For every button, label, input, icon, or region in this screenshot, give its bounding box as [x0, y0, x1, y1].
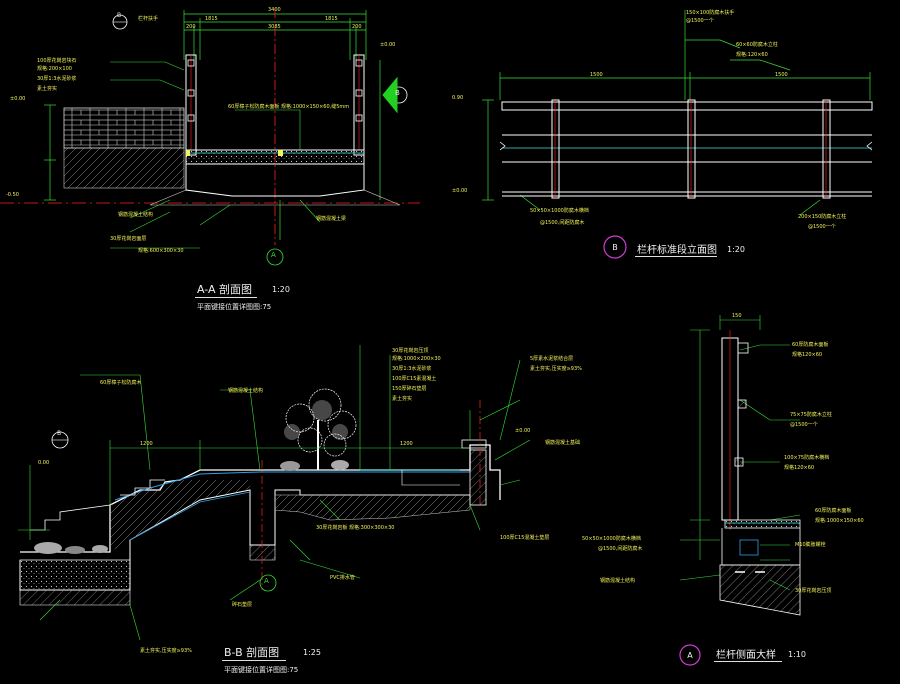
a-detail-bubble: A — [687, 650, 693, 660]
bb-note-15: 碎石垫层 — [232, 602, 253, 608]
aa-note-wall-2: 规格:200×100 — [37, 66, 72, 72]
bb-level-right: ±0.00 — [515, 428, 531, 434]
aa-title-underline — [195, 297, 257, 298]
a-detail-scale: 1:10 — [788, 650, 806, 659]
bb-note-11: 30厚花岗岩板 规格:300×300×30 — [316, 525, 395, 531]
tree-icon — [284, 388, 357, 470]
ad-note-3: 75×75防腐木立柱 — [790, 412, 832, 418]
aa-note-wall-1: 100厚花岗岩块石 — [37, 58, 77, 64]
bb-note-4: 100厚C15素混凝土 — [392, 376, 437, 382]
b-elevation-underline — [635, 256, 717, 257]
ad-note-12: 钢筋混凝土结构 — [600, 578, 636, 584]
bb-title-underline — [222, 660, 286, 661]
aa-dim-c: 3085 — [268, 24, 281, 30]
bel-note-top-2: @1500一个 — [686, 18, 714, 24]
aa-arrow-marker-label: B — [395, 89, 400, 97]
aa-level-left2: -0.50 — [6, 192, 19, 198]
bb-note-8: 钢筋混凝土结构 — [228, 388, 264, 394]
bb-note-6: 素土夯实 — [392, 396, 413, 402]
bb-level-left: 0.00 — [38, 460, 50, 466]
aa-title: A-A 剖面图 — [197, 283, 253, 296]
bel-level-top: 0.90 — [452, 95, 464, 101]
bb-note-5: 150厚碎石垫层 — [392, 386, 427, 392]
ad-note-13: 30厚花岗岩压顶 — [795, 588, 832, 594]
bel-note-bot-r2: @1500一个 — [808, 224, 836, 230]
ad-note-9: M10膨胀螺栓 — [795, 542, 826, 548]
bb-note-10: 素土夯实,压实度≥93% — [530, 366, 582, 372]
aa-dim-d: 200 — [186, 24, 196, 30]
aa-dimensions — [44, 10, 381, 201]
aa-section — [0, 8, 420, 266]
aa-note-board: 60厚樟子松防腐木面板 规格:1000×150×60,缝5mm — [228, 104, 350, 110]
ad-note-5: 100×75防腐木横档 — [784, 455, 830, 461]
bel-note-bot-l2: @1500,间距防腐木 — [540, 220, 585, 226]
ad-note-1: 60厚防腐木面板 — [792, 342, 829, 348]
bel-dim-b: 1500 — [775, 72, 788, 78]
bb-dim-b: 1200 — [400, 441, 413, 447]
bel-note-bot-l1: 50×50×1000防腐木横档 — [530, 208, 589, 214]
ad-note-11: @1500,间距防腐木 — [598, 546, 643, 552]
bb-note-16: 素土夯实,压实度≥93% — [140, 648, 192, 654]
b-elevation — [482, 10, 873, 259]
bb-note-14: 100厚C15混凝土垫层 — [500, 535, 550, 541]
aa-dim-a: 1815 — [205, 16, 218, 22]
aa-dim-total: 3400 — [268, 7, 281, 13]
bb-note-2: 规格:1000×200×30 — [392, 356, 441, 362]
aa-level-left: ±0.00 — [10, 96, 26, 102]
aa-note-bottom-3: 规格:600×300×30 — [138, 248, 184, 254]
bb-dim-a: 1200 — [140, 441, 153, 447]
aa-note-bottom-2: 30厚花岗岩面层 — [110, 236, 147, 242]
bb-subtitle: 平面键接位置详图图:75 — [224, 666, 299, 674]
ad-note-4: @1500一个 — [790, 422, 818, 428]
bel-dim-a: 1500 — [590, 72, 603, 78]
aa-level-right: ±0.00 — [380, 42, 396, 48]
aa-note-bottom-1: 钢筋混凝土结构 — [118, 212, 154, 218]
aa-note-top: 栏杆扶手 — [138, 16, 159, 22]
ad-note-10: 50×50×1000防腐木横档 — [582, 536, 641, 542]
bel-note-mid-2: 规格:120×60 — [736, 52, 768, 58]
bb-note-9: 5厚素水泥浆结合层 — [530, 356, 574, 362]
bb-note-1: 30厚花岗岩压顶 — [392, 348, 429, 354]
bb-note-12: 钢筋混凝土基础 — [545, 440, 581, 446]
a-detail-underline — [714, 661, 782, 662]
bel-note-top-1: 150×100防腐木扶手 — [686, 10, 735, 16]
ad-note-6: 规格120×60 — [784, 465, 815, 471]
aa-dim-b: 1815 — [325, 16, 338, 22]
bel-note-bot-r1: 200×150防腐木立柱 — [798, 214, 847, 220]
b-elevation-bubble: B — [612, 242, 618, 252]
aa-scale: 1:20 — [272, 285, 290, 294]
bb-section — [18, 345, 531, 641]
ad-dim-top: 150 — [732, 313, 742, 319]
bb-note-13: PVC排水管 — [330, 575, 355, 581]
aa-note-bottom-4: 钢筋混凝土梁 — [316, 216, 347, 222]
a-detail-title: 栏杆侧面大样 — [716, 650, 776, 661]
bb-note-7: 60厚樟子松防腐木 — [100, 380, 142, 386]
b-elevation-scale: 1:20 — [727, 245, 745, 254]
aa-subtitle: 平面键接位置详图图:75 — [197, 303, 272, 311]
ad-note-2: 规格120×60 — [792, 352, 823, 358]
aa-dim-e: 200 — [352, 24, 362, 30]
bb-scale: 1:25 — [303, 648, 321, 657]
bel-note-mid-1: 60×60防腐木立柱 — [736, 42, 778, 48]
ad-note-8: 规格:1000×150×60 — [815, 518, 864, 524]
b-elevation-title: 栏杆标准段立面图 — [637, 245, 717, 256]
a-detail — [679, 315, 801, 666]
bb-note-3: 30厚1:3水泥砂浆 — [392, 366, 432, 372]
aa-note-wall-4: 素土夯实 — [37, 86, 58, 92]
bb-left-marker-label: B — [57, 430, 62, 437]
bb-bottom-marker-label: A — [264, 577, 269, 585]
ad-note-7: 60厚防腐木面板 — [815, 508, 852, 514]
aa-note-wall-3: 30厚1:3水泥砂浆 — [37, 76, 77, 82]
bb-title: B-B 剖面图 — [224, 646, 280, 659]
bel-level-bot: ±0.00 — [452, 188, 468, 194]
aa-bottom-marker-label: A — [271, 251, 276, 259]
aa-top-marker-label: B — [117, 12, 122, 19]
